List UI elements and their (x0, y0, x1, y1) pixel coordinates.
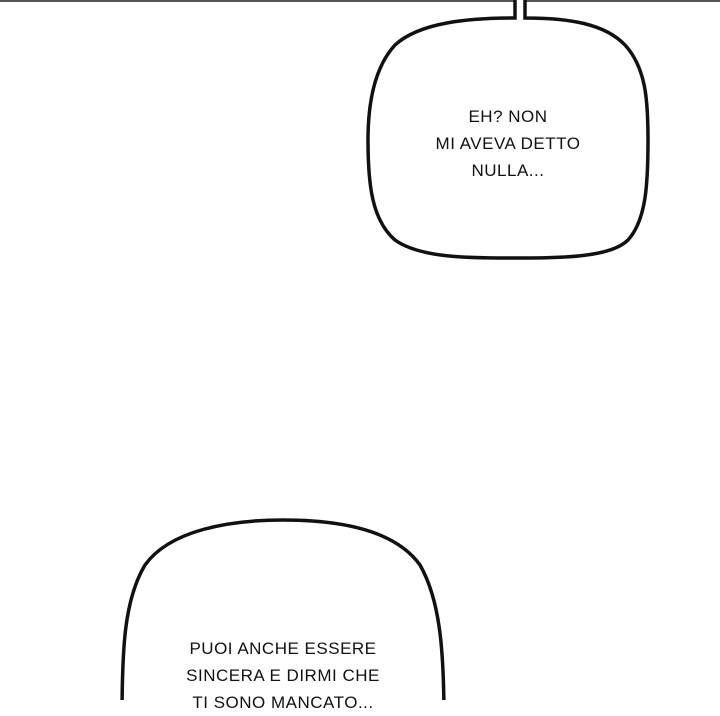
bubble-line: TI SONO MANCATO... (192, 693, 374, 712)
speech-bubble-1-outline (366, 0, 650, 260)
bubble-line: MI AVEVA DETTO (435, 134, 581, 153)
speech-bubble-2-text: PUOI ANCHE ESSERE SINCERA E DIRMI CHE TI… (122, 635, 444, 716)
speech-bubble-2-outline (120, 518, 446, 700)
bubble-line: EH? NON (468, 107, 548, 126)
bubble-line: PUOI ANCHE ESSERE (189, 639, 377, 658)
speech-bubble-1-text: EH? NON MI AVEVA DETTO NULLA... (368, 103, 648, 184)
speech-bubbles-art (120, 0, 650, 700)
bubble-line: NULLA... (471, 161, 545, 180)
panel-border (0, 0, 720, 2)
bubble-line: SINCERA E DIRMI CHE (186, 666, 380, 685)
